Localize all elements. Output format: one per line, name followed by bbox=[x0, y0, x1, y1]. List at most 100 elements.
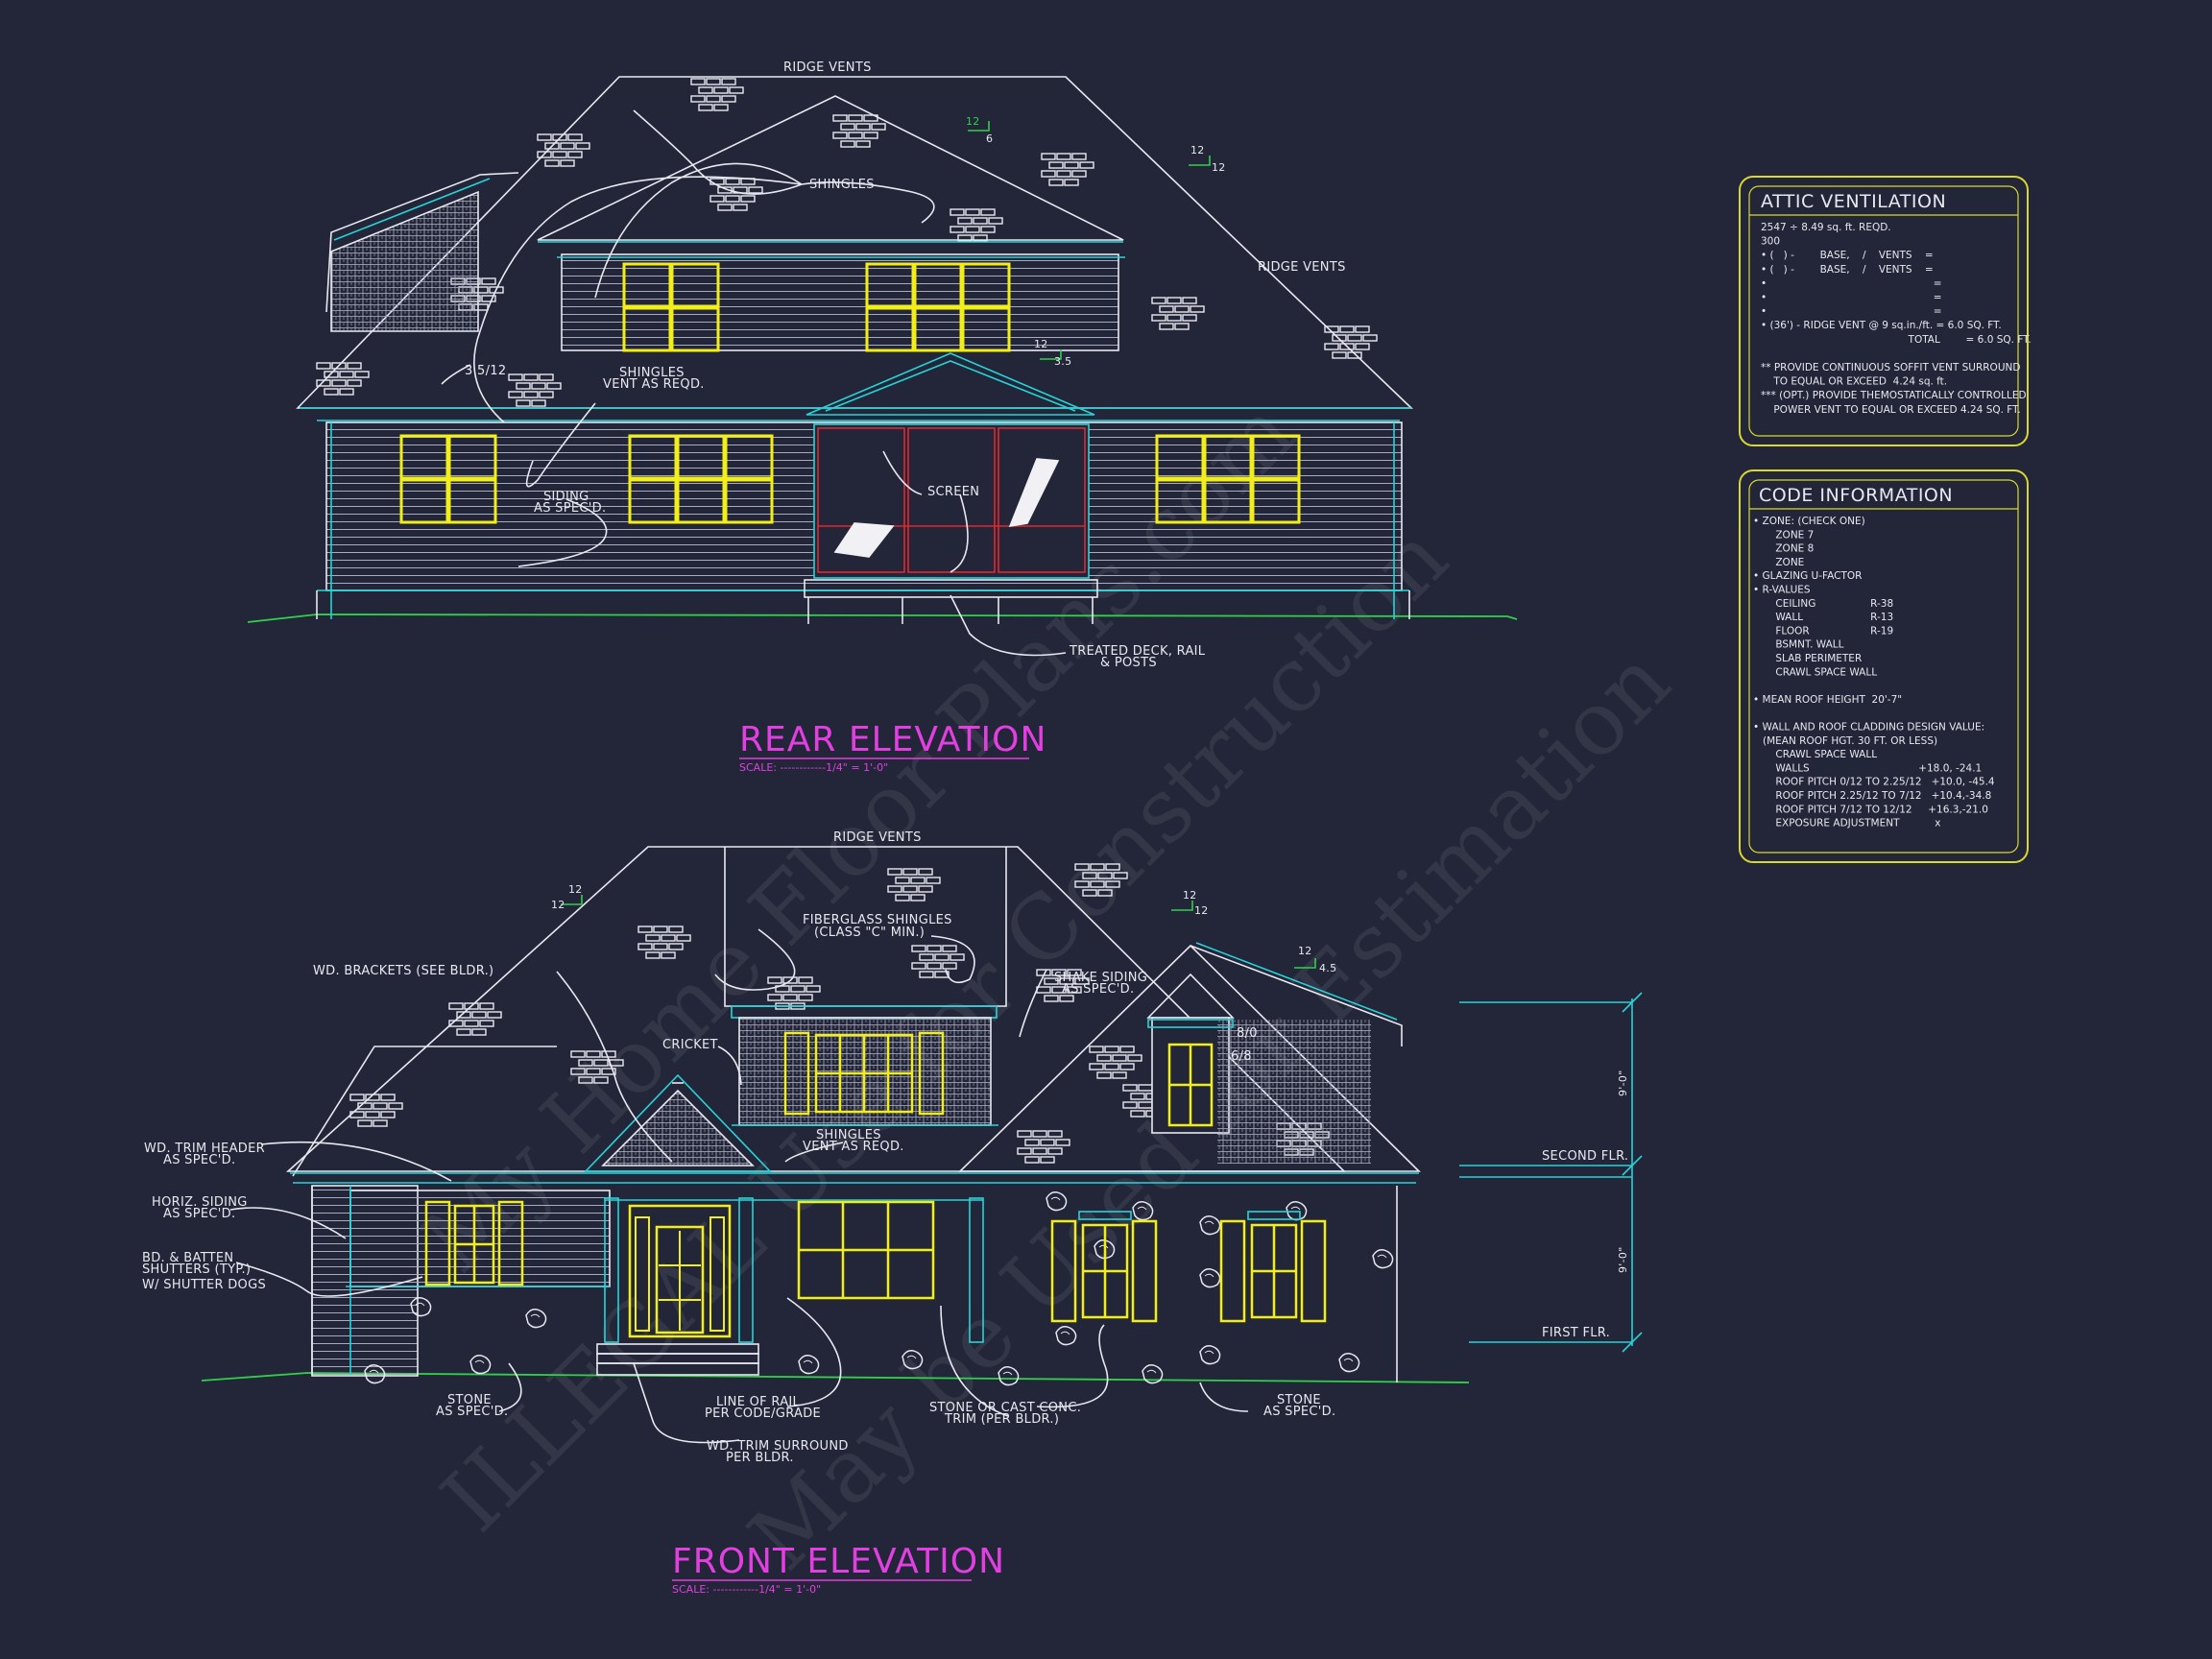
front-elevation-title: FRONT ELEVATION bbox=[672, 1542, 1005, 1581]
code-line: CRAWL SPACE WALL bbox=[1753, 749, 1877, 760]
front-elevation-drawing bbox=[201, 846, 1643, 1444]
attic-line: ** PROVIDE CONTINUOUS SOFFIT VENT SURROU… bbox=[1761, 362, 2020, 373]
attic-line: TO EQUAL OR EXCEED 4.24 sq. ft. bbox=[1761, 376, 1947, 388]
label-stone-left-1: STONE bbox=[447, 1393, 492, 1407]
code-information-panel: CODE INFORMATION • ZONE: (CHECK ONE) ZON… bbox=[1739, 469, 2029, 863]
label-shingles-vent-2: VENT AS REQD. bbox=[603, 377, 705, 392]
attic-line: • = bbox=[1761, 292, 1942, 303]
attic-line: • ( ) - BASE, / VENTS = bbox=[1761, 250, 1934, 261]
code-line: ROOF PITCH 7/12 TO 12/12 +16.3,-21.0 bbox=[1753, 804, 1988, 815]
label-rail-1: LINE OF RAIL bbox=[716, 1395, 801, 1409]
front-slope-b-run: 12 bbox=[1183, 889, 1197, 902]
label-pitch-left: 3.5/12 bbox=[465, 364, 506, 378]
label-batten-2: SHUTTERS (TYP.) bbox=[142, 1262, 251, 1277]
code-line: ZONE bbox=[1753, 557, 1804, 568]
code-line: • R-VALUES bbox=[1753, 585, 1811, 596]
front-slope-b-rise: 12 bbox=[1194, 904, 1209, 917]
label-cast-1: STONE OR CAST CONC. bbox=[929, 1401, 1081, 1415]
attic-ventilation-title: ATTIC VENTILATION bbox=[1761, 191, 1946, 212]
label-ridge-vents-right: RIDGE VENTS bbox=[1258, 260, 1346, 275]
attic-ventilation-panel: ATTIC VENTILATION 2547 ÷ 8.49 sq. ft. RE… bbox=[1739, 176, 2032, 446]
label-dormer-1: 8/0 bbox=[1237, 1026, 1258, 1041]
rear-elevation-scale: SCALE: ------------1/4" = 1'-0" bbox=[739, 761, 888, 774]
code-line: ZONE 7 bbox=[1753, 529, 1814, 541]
label-stone-right-2: AS SPEC'D. bbox=[1263, 1405, 1335, 1419]
code-line: WALL R-13 bbox=[1753, 612, 1893, 623]
attic-line: • (36') - RIDGE VENT @ 9 sq.in./ft. = 6.… bbox=[1761, 320, 2002, 331]
label-dormer-2: 6/8 bbox=[1231, 1049, 1252, 1064]
attic-line: 300 bbox=[1761, 236, 1780, 248]
front-slope-c-run: 12 bbox=[1298, 945, 1312, 957]
rear-elevation-labels: RIDGE VENTS RIDGE VENTS SHINGLES SHINGLE… bbox=[465, 60, 1346, 774]
attic-line: • = bbox=[1761, 277, 1942, 289]
code-line: ZONE 8 bbox=[1753, 543, 1814, 555]
attic-line: *** (OPT.) PROVIDE THEMOSTATICALLY CONTR… bbox=[1761, 390, 2027, 401]
attic-ventilation-lines: 2547 ÷ 8.49 sq. ft. REQD. 300 • ( ) - BASE… bbox=[1761, 222, 2032, 416]
label-cast-2: TRIM (PER BLDR.) bbox=[944, 1412, 1059, 1427]
slope-c-run: 12 bbox=[1034, 338, 1048, 350]
label-second-flr: SECOND FLR. bbox=[1542, 1149, 1628, 1164]
label-batten-3: W/ SHUTTER DOGS bbox=[142, 1278, 266, 1292]
label-screen: SCREEN bbox=[927, 485, 979, 499]
front-elevation-scale: SCALE: ------------1/4" = 1'-0" bbox=[672, 1583, 821, 1596]
attic-line: 2547 ÷ 8.49 sq. ft. REQD. bbox=[1761, 222, 1891, 233]
front-slope-a-rise: 12 bbox=[551, 899, 565, 911]
label-trim-header-2: AS SPEC'D. bbox=[163, 1153, 235, 1167]
label-shake-1: SHAKE SIDING bbox=[1054, 971, 1147, 985]
label-horiz-1: HORIZ. SIDING bbox=[152, 1195, 248, 1210]
code-line: EXPOSURE ADJUSTMENT x bbox=[1753, 818, 1940, 830]
label-shake-2: AS SPEC'D. bbox=[1062, 982, 1134, 997]
slope-a-run: 12 bbox=[966, 115, 980, 128]
label-siding-1: SIDING bbox=[543, 490, 589, 504]
label-trim-header-1: WD. TRIM HEADER bbox=[144, 1142, 265, 1156]
code-line: WALLS +18.0, -24.1 bbox=[1753, 762, 1982, 774]
label-cricket: CRICKET bbox=[662, 1038, 718, 1052]
code-line: ROOF PITCH 0/12 TO 2.25/12 +10.0, -45.4 bbox=[1753, 777, 1995, 788]
label-trim-surround-1: WD. TRIM SURROUND bbox=[707, 1439, 849, 1454]
rear-elevation-drawing bbox=[247, 76, 1518, 657]
dimension-upper: 9'-0" bbox=[1617, 1070, 1629, 1096]
code-line: • WALL AND ROOF CLADDING DESIGN VALUE: bbox=[1753, 722, 1984, 733]
label-fiberglass-2: (CLASS "C" MIN.) bbox=[814, 926, 925, 940]
label-first-flr: FIRST FLR. bbox=[1542, 1326, 1610, 1340]
label-shingles-vent-front-2: VENT AS REQD. bbox=[803, 1140, 904, 1154]
slope-c-rise: 3.5 bbox=[1054, 355, 1071, 368]
code-line: ROOF PITCH 2.25/12 TO 7/12 +10.4,-34.8 bbox=[1753, 790, 1991, 802]
front-elevation-labels: RIDGE VENTS FIBERGLASS SHINGLES (CLASS "… bbox=[142, 830, 1629, 1596]
label-ridge-vents: RIDGE VENTS bbox=[833, 830, 922, 845]
attic-line: • = bbox=[1761, 306, 1942, 318]
label-ridge-vents-top: RIDGE VENTS bbox=[783, 60, 872, 75]
label-rail-2: PER CODE/GRADE bbox=[705, 1407, 821, 1421]
label-brackets: WD. BRACKETS (SEE BLDR.) bbox=[313, 964, 493, 978]
code-line: (MEAN ROOF HGT. 30 FT. OR LESS) bbox=[1753, 735, 1937, 747]
dimension-lower: 9'-0" bbox=[1617, 1246, 1629, 1273]
label-trim-surround-2: PER BLDR. bbox=[726, 1451, 794, 1465]
code-information-title: CODE INFORMATION bbox=[1759, 485, 1953, 506]
code-line: • GLAZING U-FACTOR bbox=[1753, 570, 1862, 582]
code-line: CEILING R-38 bbox=[1753, 598, 1893, 610]
slope-a-rise: 6 bbox=[986, 132, 993, 145]
label-deck-1: TREATED DECK, RAIL bbox=[1069, 644, 1206, 659]
label-shingles: SHINGLES bbox=[809, 178, 875, 192]
attic-line: • ( ) - BASE, / VENTS = bbox=[1761, 264, 1934, 276]
label-shingles-vent-front-1: SHINGLES bbox=[816, 1128, 881, 1142]
front-slope-c-rise: 4.5 bbox=[1319, 962, 1336, 974]
label-deck-2: & POSTS bbox=[1100, 656, 1157, 670]
label-fiberglass-1: FIBERGLASS SHINGLES bbox=[803, 913, 952, 927]
label-siding-2: AS SPEC'D. bbox=[534, 501, 606, 516]
slope-b-rise: 12 bbox=[1212, 161, 1226, 174]
attic-line: TOTAL = 6.0 SQ. FT. bbox=[1761, 334, 2032, 346]
code-line: • MEAN ROOF HEIGHT 20'-7" bbox=[1753, 694, 1902, 706]
code-line: • ZONE: (CHECK ONE) bbox=[1753, 516, 1865, 527]
label-stone-right-1: STONE bbox=[1277, 1393, 1321, 1407]
label-batten-1: BD. & BATTEN bbox=[142, 1251, 233, 1265]
code-line: CRAWL SPACE WALL bbox=[1753, 666, 1877, 678]
code-line: FLOOR R-19 bbox=[1753, 625, 1893, 637]
label-shingles-vent-1: SHINGLES bbox=[619, 366, 685, 380]
rear-elevation-title: REAR ELEVATION bbox=[739, 720, 1046, 759]
code-information-lines: • ZONE: (CHECK ONE) ZONE 7 ZONE 8 ZONE • … bbox=[1753, 516, 1995, 830]
front-slope-a-run: 12 bbox=[568, 883, 583, 896]
code-line: SLAB PERIMETER bbox=[1753, 653, 1862, 664]
code-line: BSMNT. WALL bbox=[1753, 639, 1844, 651]
